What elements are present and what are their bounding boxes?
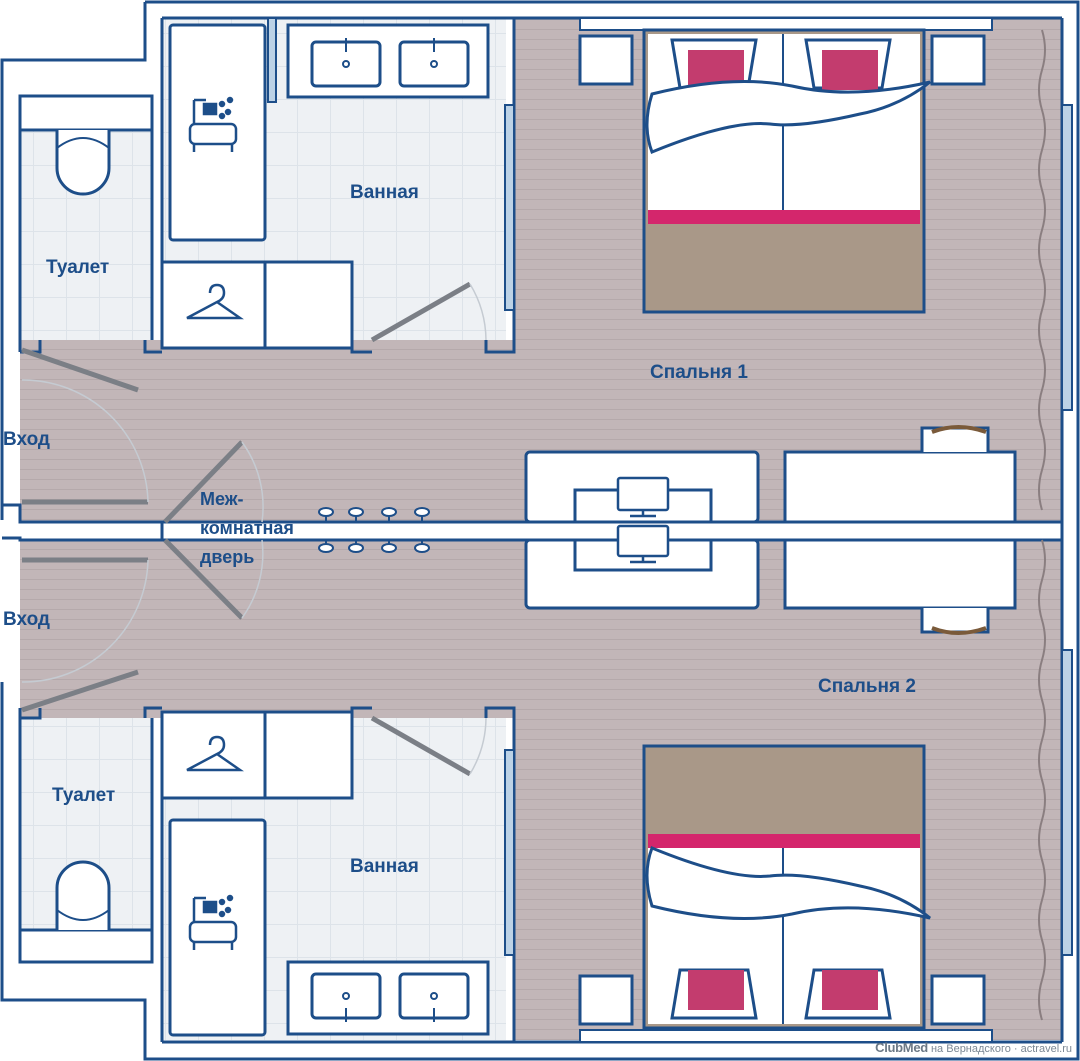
hook-icon <box>318 540 334 553</box>
hook-icon <box>318 507 334 522</box>
monitor-icon <box>616 524 670 564</box>
brand-logo: ClubMed <box>875 1040 928 1055</box>
connecting-door-label-line1: Меж- <box>200 489 244 509</box>
bathtub-icon <box>188 96 238 152</box>
toilet-top-label: Туалет <box>46 257 110 278</box>
bathroom-top-label: Ванная <box>350 182 419 203</box>
hook-icon <box>414 540 430 553</box>
curtains <box>1038 29 1046 1021</box>
bathtub-icon <box>188 894 238 950</box>
hook-icon <box>414 507 430 522</box>
hanger-icon <box>186 283 244 320</box>
entrance-top-label: Вход <box>3 429 50 450</box>
credit-text: на Вернадского · actravel.ru <box>930 1043 1072 1055</box>
toilet-icon <box>18 860 154 964</box>
coat-hooks <box>318 507 430 553</box>
connecting-door-label-line2: комнатная <box>200 518 294 538</box>
monitor-icon <box>616 476 670 518</box>
toilet-icon <box>18 94 154 196</box>
bed-2 <box>578 744 986 1030</box>
bedroom-2-label: Спальня 2 <box>818 676 916 697</box>
bathroom-bottom-furniture <box>160 710 490 1037</box>
sink-icon <box>342 992 438 1022</box>
hook-icon <box>381 507 397 522</box>
hook-icon <box>381 540 397 553</box>
hanger-icon <box>186 735 244 772</box>
doors <box>21 281 487 777</box>
bathroom-bottom-label: Ванная <box>350 856 419 877</box>
bathroom-top-furniture <box>160 17 490 350</box>
toilet-bottom-label: Туалет <box>52 785 116 806</box>
bedroom-1-label: Спальня 1 <box>650 362 748 383</box>
sink-icon <box>342 38 438 68</box>
windows <box>504 17 1073 1043</box>
entrance-bottom-label: Вход <box>3 609 50 630</box>
hook-icon <box>348 507 364 522</box>
connecting-door-label: Меж- комнатная дверь <box>200 485 294 572</box>
credit-line: ClubMed на Вернадского · actravel.ru <box>875 1040 1072 1055</box>
bed-1 <box>578 28 986 314</box>
connecting-door-label-line3: дверь <box>200 547 255 567</box>
desk-bottom <box>524 538 1017 635</box>
hook-icon <box>348 540 364 553</box>
